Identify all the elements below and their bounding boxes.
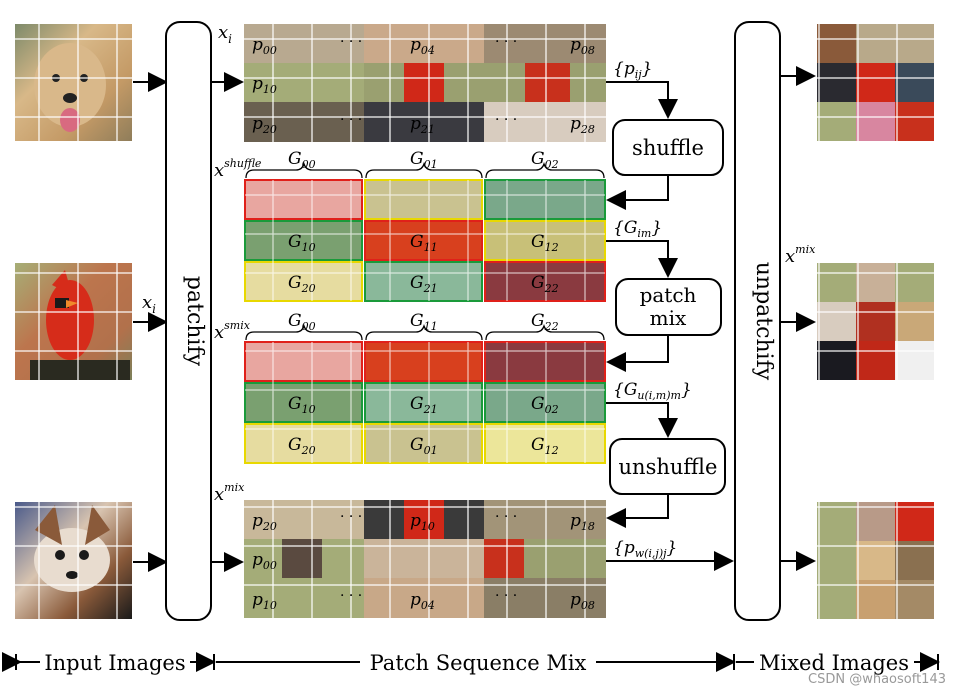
smix-header-G00: G00 bbox=[288, 311, 316, 333]
shuffle-G11: G11 bbox=[410, 232, 438, 254]
group-header-G01: G01 bbox=[410, 149, 438, 171]
x-i-mix-label: xmix bbox=[214, 481, 245, 505]
arrow-to-patchmix bbox=[606, 240, 678, 278]
brace-smix-G11 bbox=[365, 323, 483, 341]
patchify-label: patchify bbox=[182, 276, 207, 367]
arrow-to-unshuffle bbox=[606, 402, 678, 438]
input-image-chihuahua bbox=[15, 502, 132, 619]
shuffle-label: shuffle bbox=[632, 136, 704, 160]
unshuffle-label: unshuffle bbox=[619, 455, 718, 479]
shuffle-box bbox=[612, 119, 724, 176]
set-Gim-label: {Gim} bbox=[613, 218, 662, 240]
axis-mixed-images: Mixed Images bbox=[759, 651, 909, 675]
shuffle-G12: G12 bbox=[531, 232, 559, 254]
arrow-to-shuffle bbox=[606, 81, 678, 119]
watermark: CSDN @whaosoft143 bbox=[808, 672, 946, 687]
mix-label-p10: p10 bbox=[410, 511, 435, 533]
smix-G10: G10 bbox=[288, 394, 316, 416]
smix-G21: G21 bbox=[410, 394, 438, 416]
brace-smix-G22 bbox=[485, 323, 605, 341]
ellipsis-7: · · · bbox=[340, 588, 362, 604]
input-image-cardinal bbox=[15, 263, 132, 380]
ellipsis-6: · · · bbox=[495, 509, 517, 525]
x-i-mix-label-right: xmix bbox=[785, 243, 816, 267]
shuffle-G20: G20 bbox=[288, 273, 316, 295]
x-i-shuffle-label: xshuffle bbox=[214, 157, 262, 181]
brace-G02 bbox=[485, 161, 605, 179]
arrow-from-shuffle bbox=[606, 176, 669, 210]
axis-patch-sequence-mix: Patch Sequence Mix bbox=[370, 651, 587, 675]
ellipsis-3: · · · bbox=[340, 112, 362, 128]
set-Gu-label: {Gu(i,m)m} bbox=[613, 380, 692, 402]
group-header-G00: G00 bbox=[288, 149, 316, 171]
patch-sequence-mix bbox=[244, 500, 606, 618]
patch-sequence-xi bbox=[244, 24, 606, 142]
smix-G01: G01 bbox=[410, 435, 438, 457]
mix-label-p10b: p10 bbox=[252, 590, 277, 612]
shuffle-groups bbox=[244, 179, 606, 302]
brace-smix-G00 bbox=[245, 323, 363, 341]
brace-G00 bbox=[245, 161, 363, 179]
ellipsis-5: · · · bbox=[340, 509, 362, 525]
shuffle-G22: G22 bbox=[531, 273, 559, 295]
patch-mix-box bbox=[615, 278, 722, 336]
set-pij-label: {pij} bbox=[613, 59, 652, 81]
shuffle-G10: G10 bbox=[288, 232, 316, 254]
mix-label-p08: p08 bbox=[570, 590, 595, 612]
mix-label-p04: p04 bbox=[410, 590, 435, 612]
mixed-image-3 bbox=[817, 502, 934, 619]
bottom-axis bbox=[2, 652, 940, 672]
unpatchify-box bbox=[734, 21, 781, 621]
unshuffle-box bbox=[609, 438, 726, 495]
arrow-from-patchmix bbox=[606, 336, 669, 372]
mixed-image-1 bbox=[817, 24, 934, 141]
smix-groups bbox=[244, 341, 606, 464]
patch-label-p21: p21 bbox=[410, 114, 435, 136]
mix-label-p18: p18 bbox=[570, 511, 595, 533]
smix-header-G11: G11 bbox=[410, 311, 438, 333]
input-image-dog bbox=[15, 24, 132, 141]
smix-G02: G02 bbox=[531, 394, 559, 416]
x-i-label-left: xi bbox=[142, 292, 156, 316]
set-pw-label: {pw(i,j)j} bbox=[613, 538, 677, 560]
brace-G01 bbox=[365, 161, 483, 179]
patch-mix-label-2: mix bbox=[650, 306, 687, 330]
x-i-smix-label: xsmix bbox=[214, 319, 251, 343]
x-i-label: xi bbox=[218, 22, 232, 46]
group-header-G02: G02 bbox=[531, 149, 559, 171]
ellipsis-2: · · · bbox=[495, 34, 517, 50]
patch-mix-label-1: patch bbox=[640, 283, 697, 307]
mix-label-p00: p00 bbox=[252, 550, 277, 572]
shuffle-G21: G21 bbox=[410, 273, 438, 295]
patch-label-p04: p04 bbox=[410, 35, 435, 57]
patch-label-p10: p10 bbox=[252, 74, 277, 96]
patch-label-p20: p20 bbox=[252, 114, 277, 136]
patch-label-p28: p28 bbox=[570, 114, 595, 136]
smix-G12: G12 bbox=[531, 435, 559, 457]
axis-input-images: Input Images bbox=[44, 651, 185, 675]
mixed-image-2 bbox=[817, 263, 934, 380]
patchify-box bbox=[165, 21, 212, 621]
unpatchify-label: unpatchify bbox=[751, 262, 776, 381]
patch-label-p08: p08 bbox=[570, 35, 595, 57]
smix-header-G22: G22 bbox=[531, 311, 559, 333]
ellipsis-1: · · · bbox=[340, 34, 362, 50]
smix-G20: G20 bbox=[288, 435, 316, 457]
ellipsis-4: · · · bbox=[495, 112, 517, 128]
ellipsis-8: · · · bbox=[495, 588, 517, 604]
patch-label-p00: p00 bbox=[252, 35, 277, 57]
arrow-from-unshuffle bbox=[606, 495, 669, 528]
mix-label-p20: p20 bbox=[252, 511, 277, 533]
